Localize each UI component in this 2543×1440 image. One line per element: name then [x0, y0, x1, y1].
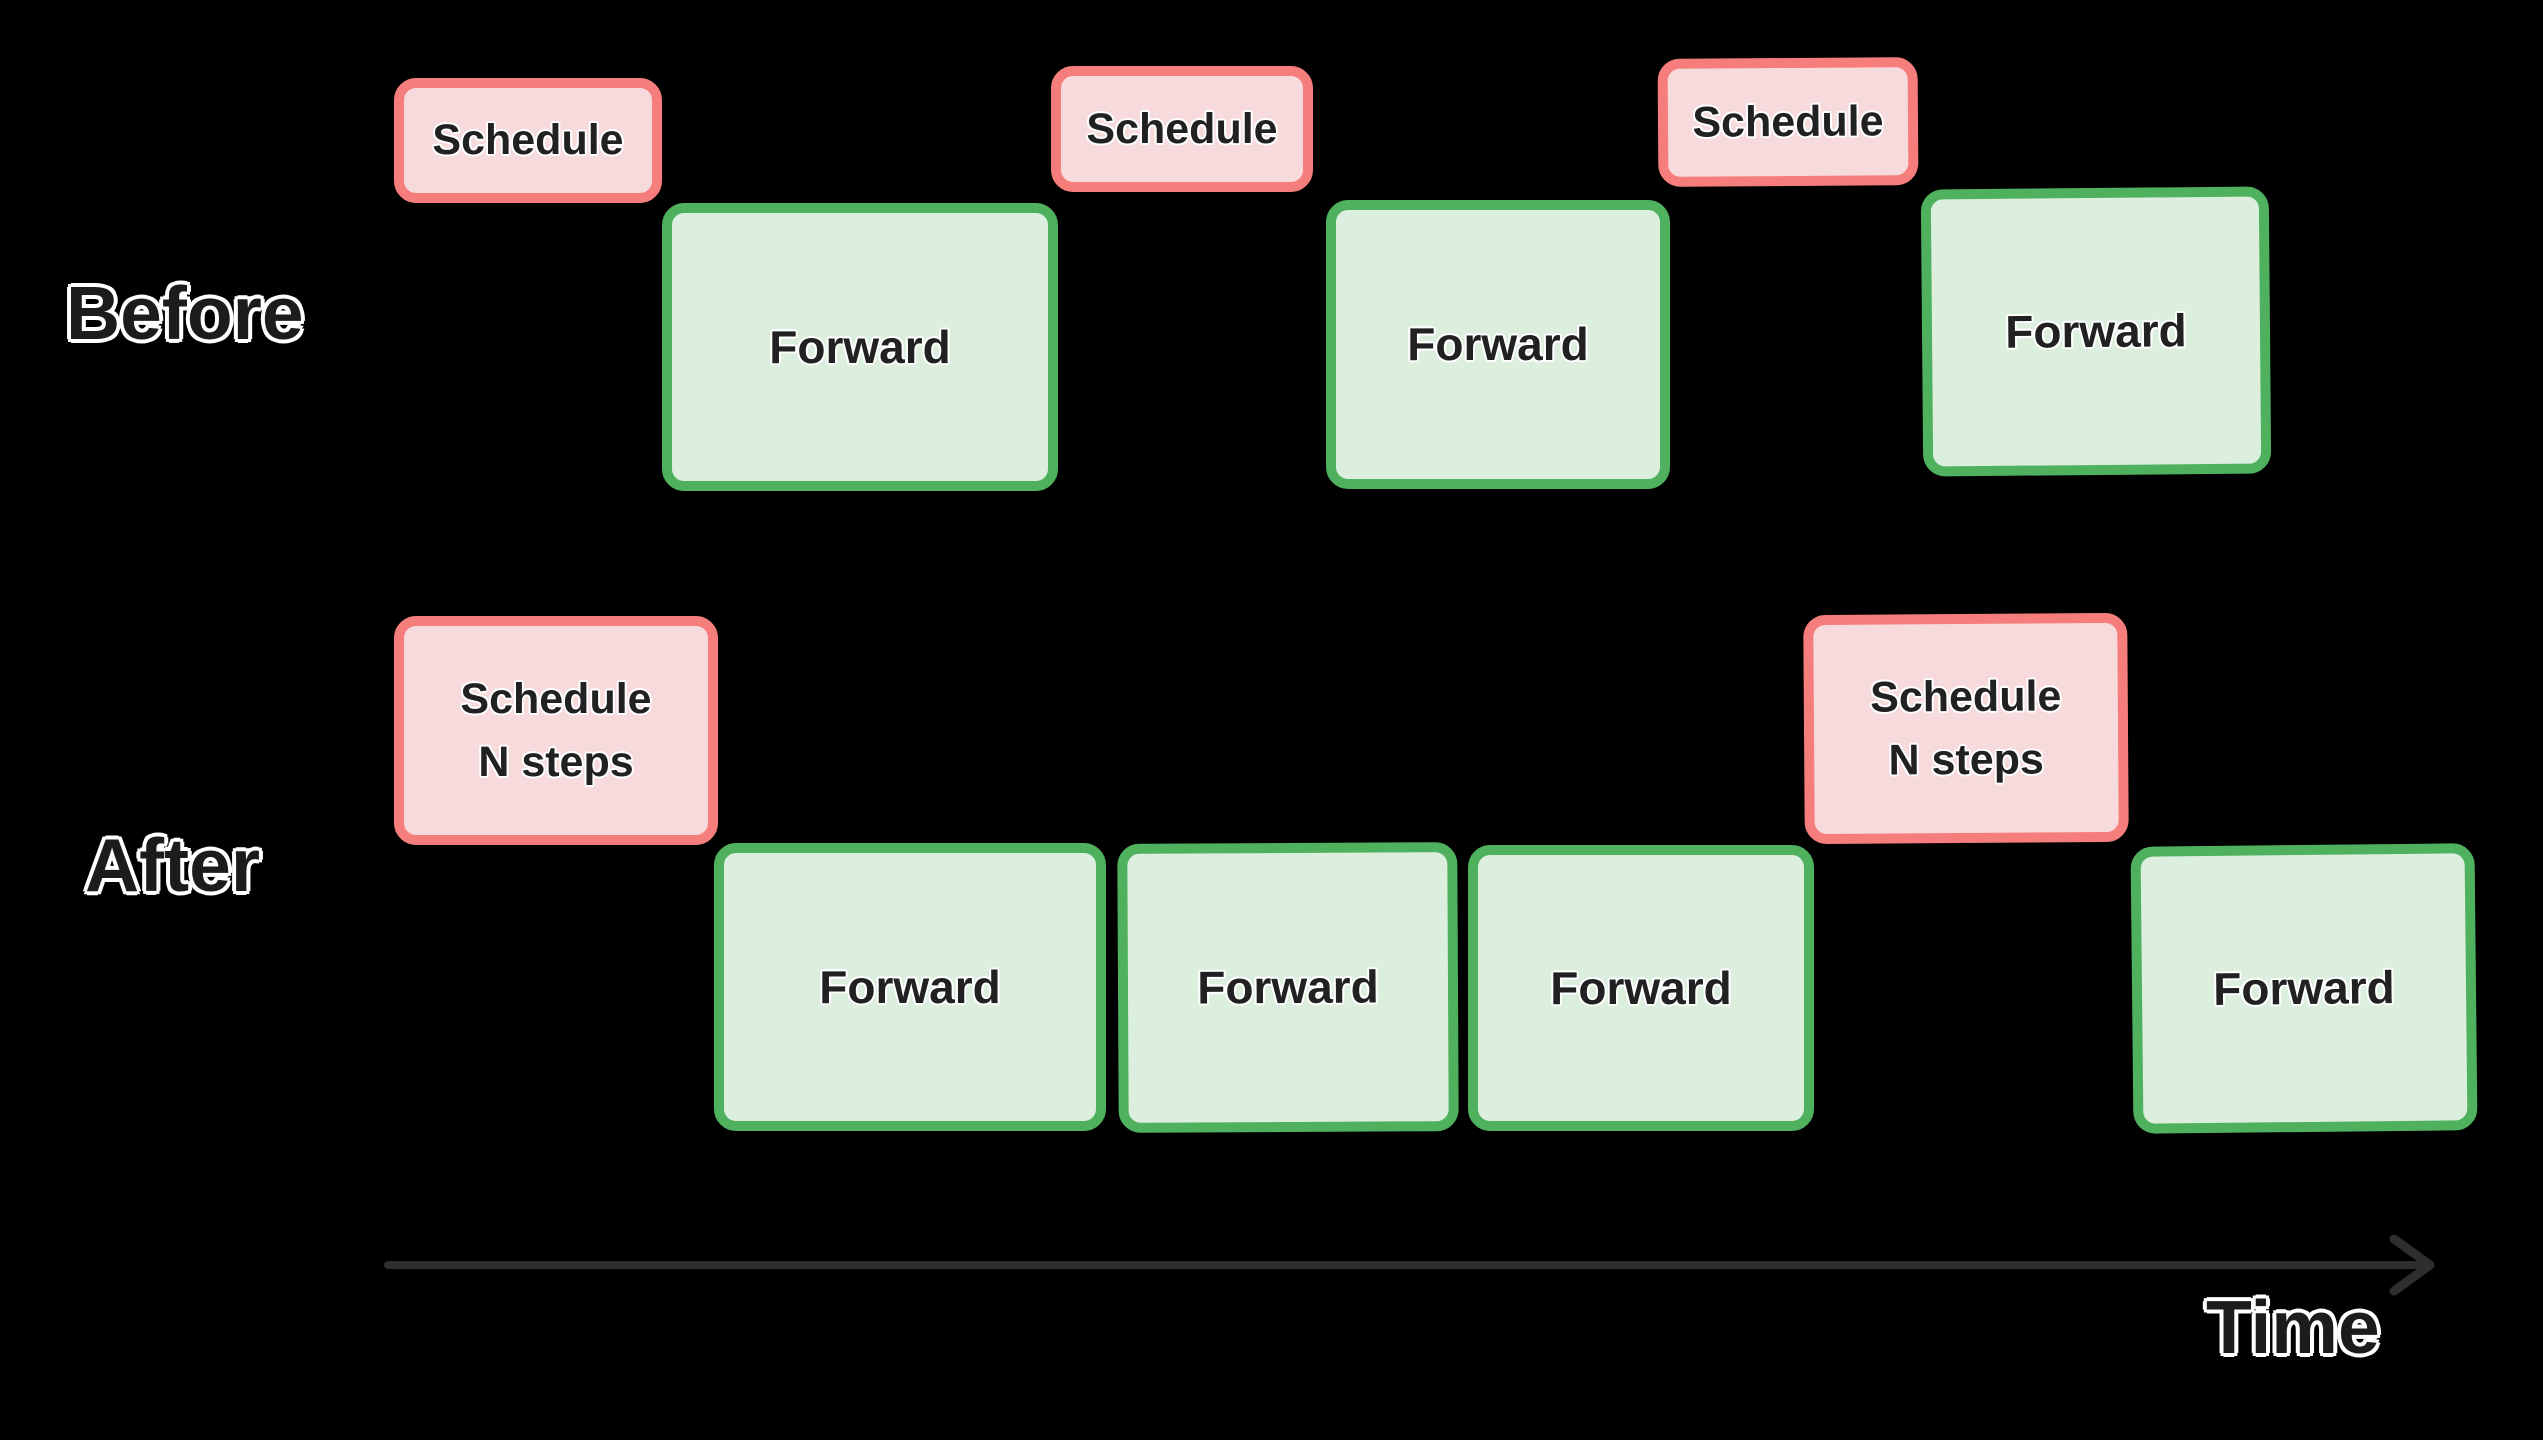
forward-box-label: Forward [1407, 318, 1589, 371]
forward-box: Forward [662, 203, 1058, 491]
forward-box: Forward [1468, 845, 1814, 1131]
row-label-after: After [85, 823, 261, 907]
row-label-before: Before [66, 271, 304, 355]
forward-box-label: Forward [769, 320, 951, 373]
schedule-box-label: Schedule [1086, 104, 1278, 153]
forward-box-label: Forward [819, 960, 1001, 1013]
schedule-box: Schedule [1657, 57, 1919, 187]
schedule-n-steps-box: Schedule N steps [1803, 612, 2129, 845]
schedule-box: Schedule [394, 78, 662, 203]
forward-box: Forward [714, 843, 1106, 1131]
forward-box: Forward [1920, 186, 2272, 477]
schedule-box: Schedule [1051, 66, 1313, 192]
time-axis-label: Time [2206, 1285, 2380, 1369]
schedule-n-steps-label-line1: Schedule [460, 675, 652, 724]
forward-box-label: Forward [1197, 960, 1379, 1014]
schedule-n-steps-label-line2: N steps [478, 737, 634, 786]
forward-box: Forward [1117, 842, 1459, 1133]
forward-box-label: Forward [2005, 304, 2187, 358]
forward-box: Forward [2130, 843, 2478, 1134]
schedule-n-steps-label-line2: N steps [1888, 734, 2045, 785]
forward-box-label: Forward [2212, 961, 2395, 1016]
schedule-box-label: Schedule [1692, 97, 1884, 147]
schedule-n-steps-label-line1: Schedule [1870, 672, 2062, 722]
forward-box: Forward [1326, 200, 1670, 489]
forward-box-label: Forward [1550, 961, 1732, 1014]
schedule-box-label: Schedule [432, 116, 624, 165]
schedule-n-steps-box: Schedule N steps [394, 616, 718, 845]
time-axis-arrow-icon [384, 1234, 2435, 1296]
